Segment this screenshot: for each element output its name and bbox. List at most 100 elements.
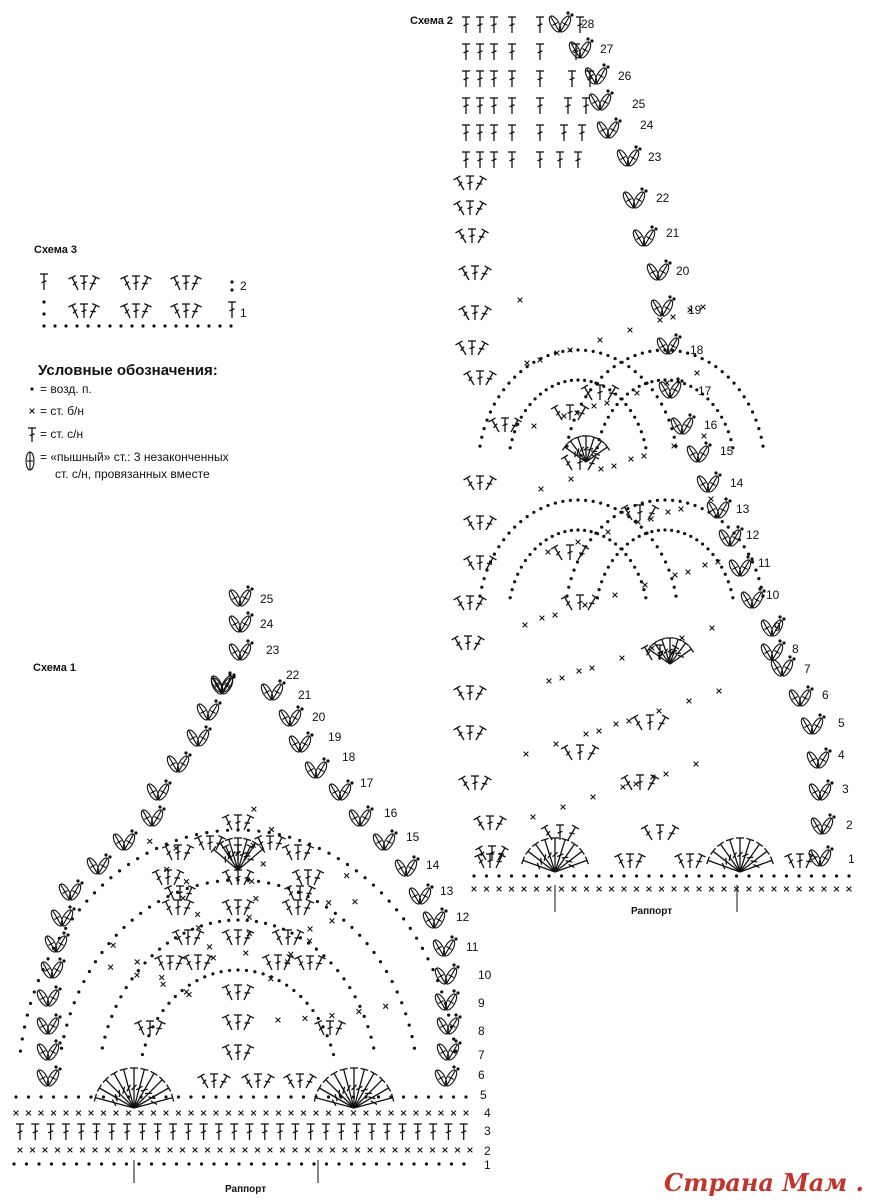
chain-dot-icon (42, 324, 46, 328)
chain-dot-icon (104, 853, 108, 857)
chain-dot-icon (236, 878, 240, 882)
chain-dot-icon (410, 1034, 414, 1039)
scheme2-row-number: 15 (720, 444, 734, 458)
single-crochet-icon (634, 390, 640, 396)
single-crochet-icon (568, 476, 574, 482)
single-crochet-icon (552, 612, 558, 618)
single-crochet-icon (173, 845, 179, 851)
chain-dot-icon (608, 538, 612, 542)
double-crochet-icon (93, 1093, 135, 1109)
chain-dot-icon (782, 617, 786, 621)
double-crochet-icon (466, 175, 474, 190)
puff-stitch-icon (706, 475, 720, 493)
double-crochet-icon (102, 1076, 135, 1109)
double-crochet-icon (458, 775, 470, 791)
chain-dot-icon (584, 348, 588, 352)
puff-stitch-icon (46, 1069, 60, 1087)
chain-dot-icon (556, 381, 561, 386)
double-crochet-icon (350, 1067, 358, 1108)
chain-dot-icon (600, 430, 604, 434)
single-crochet-icon (463, 1110, 469, 1116)
double-crochet-icon (561, 443, 587, 463)
puff-stitch-icon (606, 121, 620, 139)
chain-dot-icon (451, 1095, 456, 1099)
double-crochet-icon (464, 635, 472, 650)
chain-dot-icon (663, 528, 667, 532)
double-crochet-icon (669, 640, 690, 665)
chain-dot-icon (482, 426, 486, 431)
chain-dot-icon (329, 961, 333, 965)
chain-dot-icon (655, 545, 659, 549)
chain-dot-icon (149, 1162, 154, 1166)
chain-dot-icon (633, 415, 637, 419)
double-crochet-icon (353, 1076, 386, 1109)
double-crochet-icon (455, 340, 467, 356)
double-crochet-icon (486, 815, 494, 830)
scheme1-row-number: 13 (440, 884, 454, 898)
chain-dot-icon (642, 588, 646, 592)
double-crochet-icon (120, 303, 131, 319)
chain-dot-icon (638, 147, 642, 151)
double-crochet-icon (303, 844, 315, 861)
chain-dot-icon (114, 1004, 118, 1008)
single-crochet-icon (67, 1147, 73, 1153)
chain-dot-icon (226, 878, 230, 882)
chain-dot-icon (314, 947, 318, 951)
double-crochet-icon (471, 265, 479, 280)
chain-dot-icon (208, 921, 213, 925)
chain-dot-icon (354, 869, 359, 873)
puff-stitch-icon (650, 299, 664, 317)
single-crochet-icon (694, 370, 700, 376)
double-crochet-icon (475, 685, 487, 701)
chain-dot-icon (582, 528, 587, 533)
double-crochet-icon (263, 1073, 275, 1089)
double-crochet-icon (234, 1044, 242, 1060)
chain-dot-icon (173, 994, 177, 999)
scheme2-row-number: 27 (600, 42, 614, 56)
single-crochet-icon (54, 1147, 61, 1153)
puff-stitch-icon (166, 755, 180, 773)
scheme2-title: Схема 2 (410, 15, 454, 27)
puff-stitch-icon (788, 689, 802, 707)
double-crochet-icon (132, 275, 140, 290)
puff-stitch-icon (760, 643, 774, 661)
chain-dot-icon (327, 851, 331, 855)
single-crochet-icon (306, 938, 313, 944)
chain-dot-icon (195, 979, 199, 983)
chain-dot-icon (263, 921, 268, 925)
single-crochet-icon (302, 1015, 308, 1022)
chain-dot-icon (613, 506, 617, 511)
single-crochet-icon (379, 1147, 386, 1153)
puff-stitch-icon (348, 809, 362, 827)
chain-dot-icon (488, 410, 493, 414)
single-crochet-icon (92, 1147, 98, 1153)
chain-dot-icon (147, 1034, 151, 1038)
puff-stitch-icon (548, 15, 562, 33)
single-crochet-icon (708, 496, 714, 502)
chain-dot-icon (151, 1025, 155, 1029)
double-crochet-icon (739, 841, 764, 873)
single-crochet-icon (626, 718, 632, 724)
double-crochet-icon (184, 1123, 193, 1140)
double-crochet-icon (490, 43, 498, 60)
single-crochet-icon (621, 886, 627, 892)
double-crochet-icon (706, 856, 741, 873)
chain-dot-icon (576, 528, 580, 532)
double-crochet-icon (123, 1123, 132, 1140)
double-crochet-icon (169, 1123, 177, 1140)
double-crochet-icon (194, 954, 202, 970)
chain-dot-icon (42, 312, 46, 316)
chain-dot-icon (329, 1043, 333, 1047)
chain-dot-icon (624, 552, 628, 557)
chain-dot-icon (358, 933, 362, 937)
chain-dot-icon (643, 381, 648, 386)
chain-dot-icon (232, 673, 236, 677)
chain-dot-icon (720, 369, 724, 374)
puff-stitch-icon (798, 689, 812, 707)
double-crochet-icon (466, 200, 474, 215)
chain-dot-icon (824, 747, 828, 751)
chain-dot-icon (139, 911, 143, 915)
chain-dot-icon (513, 580, 517, 584)
double-crochet-icon (303, 899, 315, 916)
double-crochet-icon (459, 1123, 468, 1140)
